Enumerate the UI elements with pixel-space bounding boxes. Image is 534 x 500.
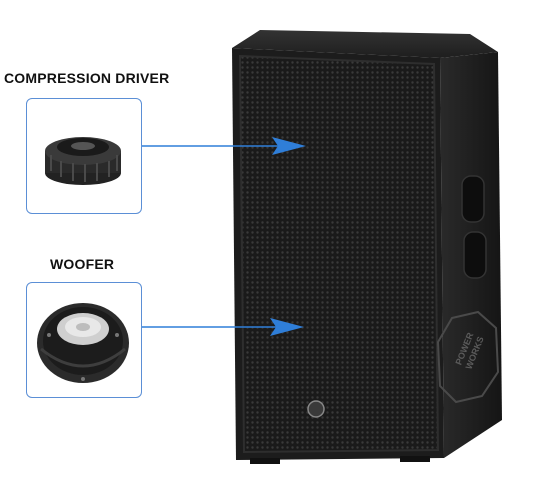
- woofer-icon: [37, 303, 129, 383]
- cabinet-top: [232, 30, 498, 58]
- compression-driver-icon: [45, 137, 121, 185]
- cabinet-grille: [240, 56, 438, 452]
- woofer-label: WOOFER: [50, 256, 115, 272]
- woofer-thumbnail: [26, 282, 142, 398]
- compression-driver-label: COMPRESSION DRIVER: [4, 70, 170, 86]
- side-handle-upper: [461, 175, 485, 223]
- front-badge-icon: [307, 400, 325, 418]
- compression-driver-thumbnail: [26, 98, 142, 214]
- brand-octagon-icon: [436, 310, 500, 404]
- side-handle-lower: [463, 231, 487, 279]
